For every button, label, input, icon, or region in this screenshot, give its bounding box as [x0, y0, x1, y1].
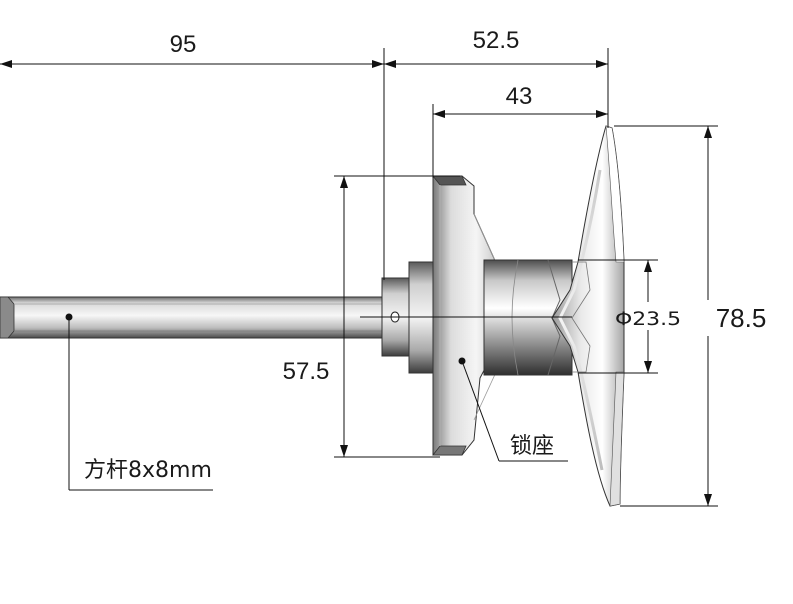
- handle-height-value: 78.5: [716, 303, 767, 333]
- dimension-body-width: 52.5: [384, 27, 609, 128]
- seat-height-value: 57.5: [283, 358, 330, 385]
- t-handle: [551, 125, 625, 507]
- shaft-label: 方杆8x8mm: [84, 458, 212, 483]
- dimension-neck-diameter: Φ23.5: [578, 259, 681, 374]
- dimension-handle-height: 78.5: [614, 125, 767, 507]
- lock-seat-plate: [432, 175, 506, 456]
- dimension-shaft-length: 95: [0, 31, 385, 280]
- neck-diameter-value: Φ23.5: [615, 308, 681, 330]
- callout-shaft: 方杆8x8mm: [65, 313, 213, 491]
- dimension-seat-width: 43: [432, 83, 608, 178]
- shaft-length-value: 95: [170, 31, 197, 58]
- dimension-seat-height: 57.5: [283, 175, 460, 458]
- square-shaft: [0, 296, 383, 339]
- seat-width-value: 43: [506, 83, 533, 110]
- callout-lock-seat: 锁座: [458, 357, 568, 462]
- lock-seat-label: 锁座: [510, 434, 554, 459]
- body-width-value: 52.5: [473, 27, 520, 54]
